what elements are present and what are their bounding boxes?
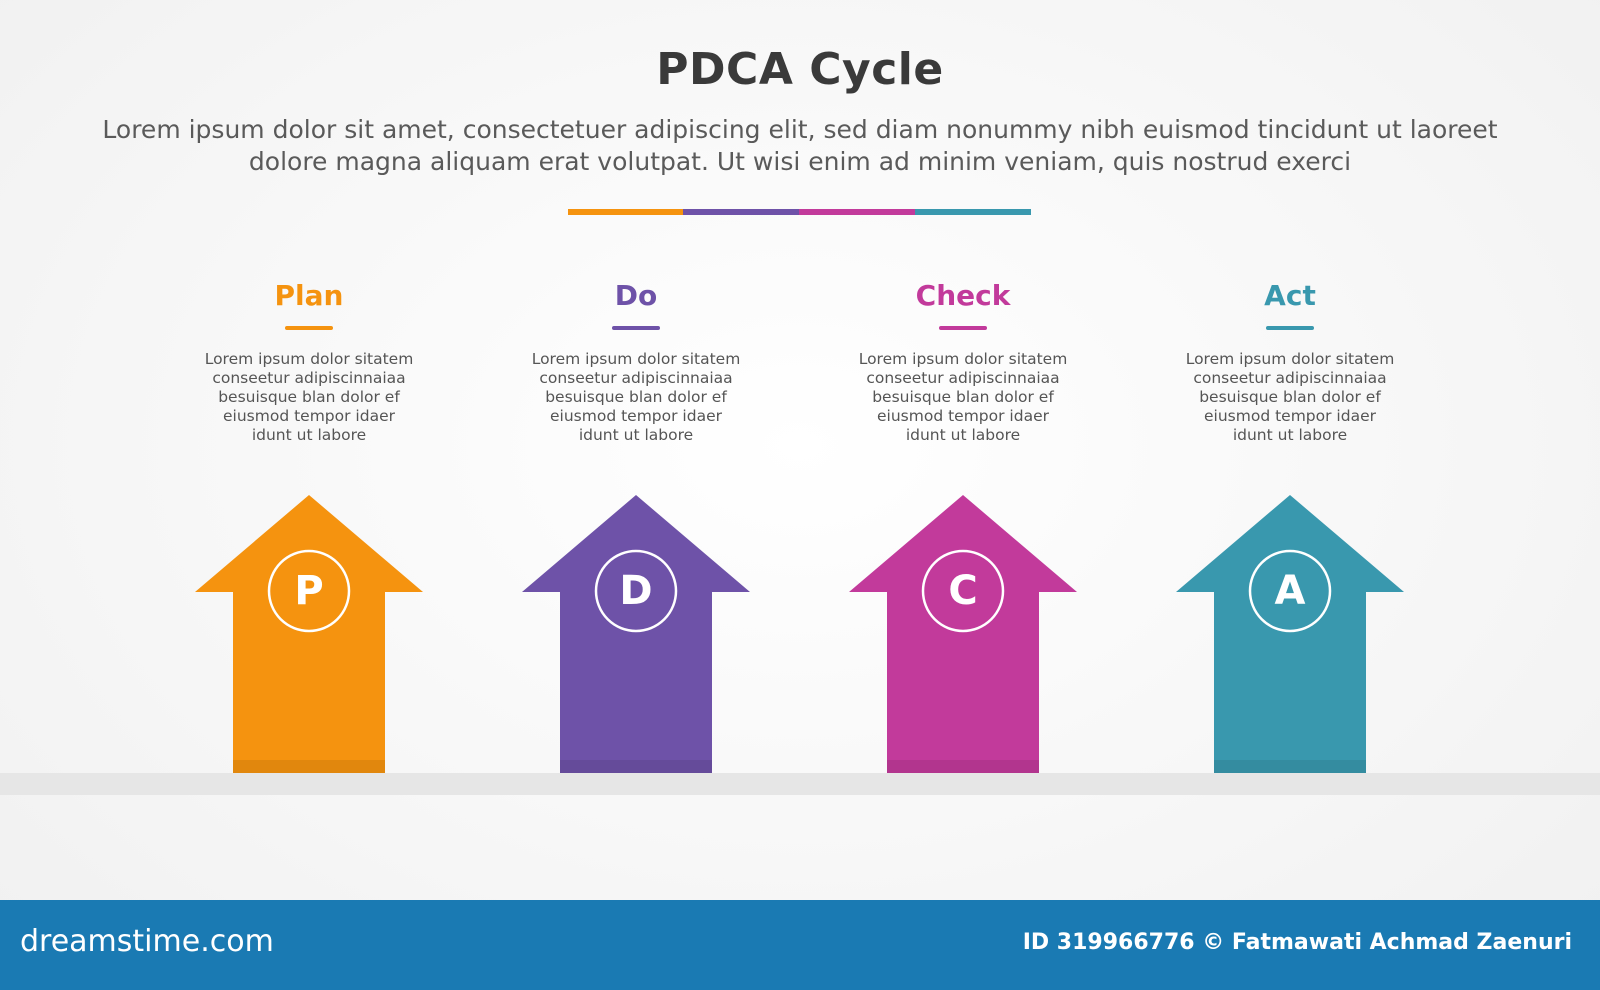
arrow-letter: A: [1275, 568, 1306, 614]
step-title: Plan: [274, 279, 344, 312]
arrow-letter: C: [948, 568, 977, 614]
arrow-check: C: [849, 495, 1077, 773]
step-plan: Plan Lorem ipsum dolor sitatem conseetur…: [184, 278, 434, 445]
step-title: Do: [614, 279, 658, 312]
step-act: Act Lorem ipsum dolor sitatem conseetur …: [1165, 278, 1415, 445]
step-underline: [612, 326, 660, 330]
arrow-act: A: [1176, 495, 1404, 773]
arrow-base-shade: [1214, 760, 1366, 773]
page-title: PDCA Cycle: [656, 44, 944, 95]
letter-circle: [267, 549, 351, 633]
arrow-shape: [195, 495, 423, 773]
divider-segment-plan: [568, 209, 683, 215]
footer-bar: dreamstime.com ID 319966776 © Fatmawati …: [0, 900, 1600, 990]
floor-shelf: [0, 773, 1600, 795]
step-underline: [285, 326, 333, 330]
arrow-shape: [849, 495, 1077, 773]
color-divider: [568, 209, 1031, 215]
step-check: Check Lorem ipsum dolor sitatem conseetu…: [838, 278, 1088, 445]
arrow-shape: [1176, 495, 1404, 773]
footer-credit: ID 319966776 © Fatmawati Achmad Zaenuri: [1022, 930, 1572, 955]
arrow-plan: P: [195, 495, 423, 773]
arrow-base-shade: [560, 760, 712, 773]
letter-circle: [1248, 549, 1332, 633]
arrow-base-shade: [887, 760, 1039, 773]
arrow-letter: D: [619, 568, 652, 614]
divider-segment-act: [915, 209, 1031, 215]
footer-logo[interactable]: dreamstime.com: [20, 924, 274, 959]
step-underline: [1266, 326, 1314, 330]
step-title: Act: [1264, 279, 1316, 312]
arrow-shape: [522, 495, 750, 773]
step-description: Lorem ipsum dolor sitatem conseetur adip…: [204, 350, 414, 444]
step-description: Lorem ipsum dolor sitatem conseetur adip…: [531, 350, 741, 444]
step-underline: [939, 326, 987, 330]
step-description: Lorem ipsum dolor sitatem conseetur adip…: [858, 350, 1068, 444]
step-description: Lorem ipsum dolor sitatem conseetur adip…: [1185, 350, 1395, 444]
step-do: Do Lorem ipsum dolor sitatem conseetur a…: [511, 278, 761, 445]
divider-segment-do: [683, 209, 799, 215]
divider-segment-check: [799, 209, 915, 215]
step-title: Check: [915, 279, 1011, 312]
letter-circle: [921, 549, 1005, 633]
arrow-letter: P: [294, 568, 323, 614]
arrow-base-shade: [233, 760, 385, 773]
arrow-do: D: [522, 495, 750, 773]
page-subtitle: Lorem ipsum dolor sit amet, consectetuer…: [102, 115, 1498, 176]
letter-circle: [594, 549, 678, 633]
